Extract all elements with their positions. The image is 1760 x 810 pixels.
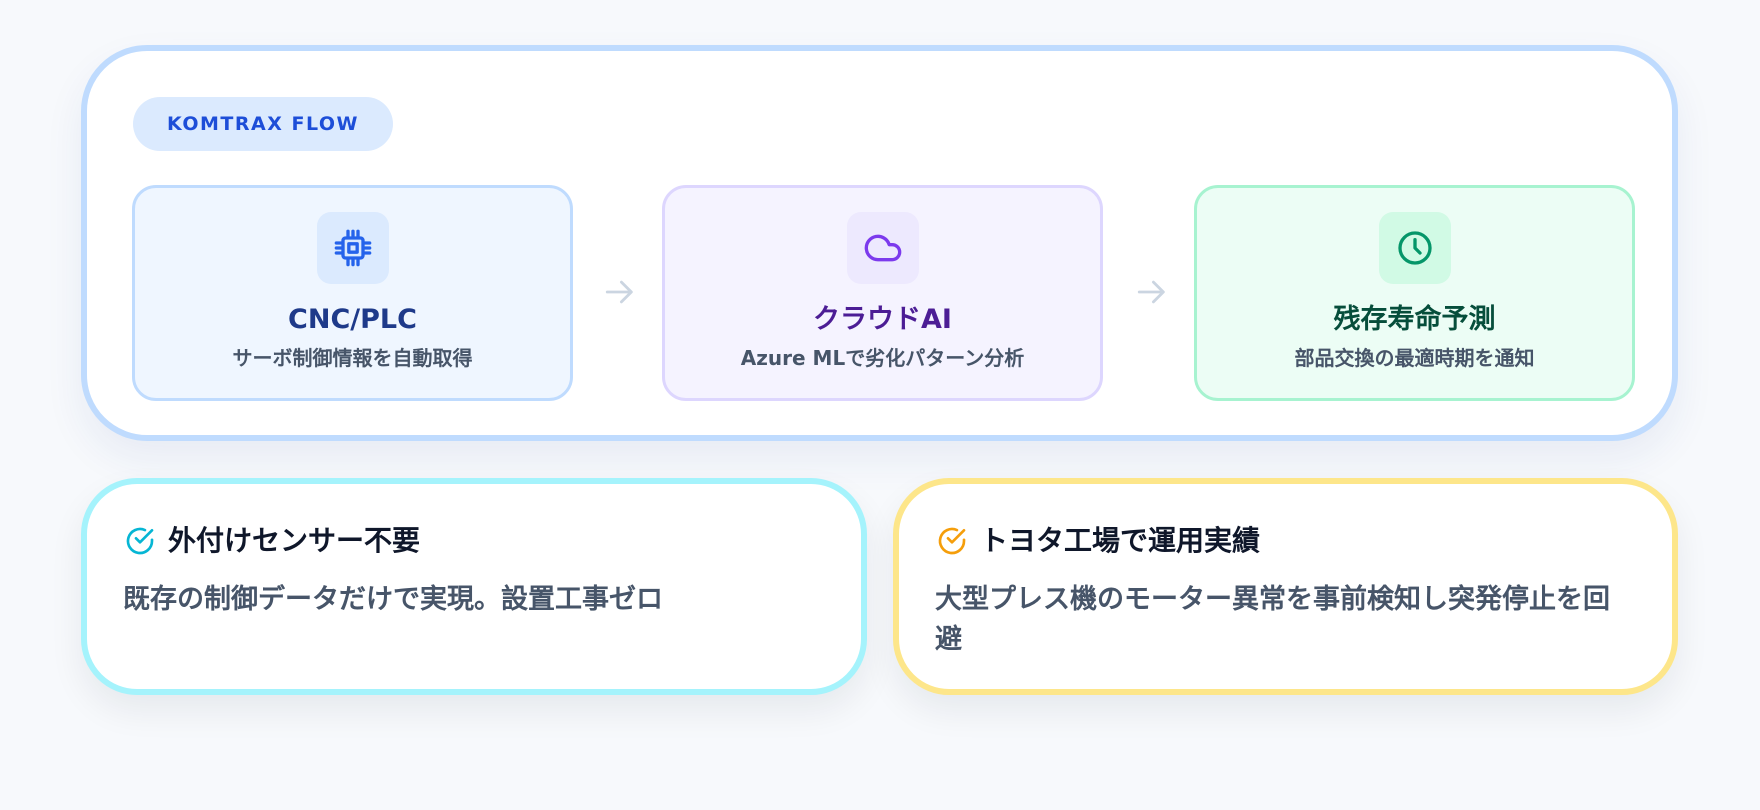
feature-title: 外付けセンサー不要 bbox=[168, 524, 421, 557]
check-circle-icon bbox=[126, 527, 154, 555]
feature-body: 既存の制御データだけで実現。設置工事ゼロ bbox=[123, 584, 663, 615]
arrow-right-icon bbox=[605, 280, 633, 304]
step-description: 部品交換の最適時期を通知 bbox=[1294, 346, 1535, 370]
step-title: クラウドAI bbox=[813, 304, 952, 335]
feature-title: トヨタ工場で運用実績 bbox=[980, 524, 1261, 557]
feature-body: 大型プレス機のモーター異常を事前検知し突発停止を回避 bbox=[935, 584, 1610, 655]
komtrax-flow-card: KOMTRAX FLOW CNC/PLC サーボ制御情報を自動取得 クラウドAI… bbox=[81, 45, 1678, 441]
cloud-icon bbox=[846, 212, 919, 284]
clock-icon bbox=[1378, 212, 1451, 284]
flow-badge: KOMTRAX FLOW bbox=[133, 97, 394, 151]
step-title: 残存寿命予測 bbox=[1333, 304, 1496, 335]
flow-step-remaining-life: 残存寿命予測 部品交換の最適時期を通知 bbox=[1194, 185, 1635, 401]
step-title: CNC/PLC bbox=[288, 304, 417, 335]
flow-step-cloud-ai: クラウドAI Azure MLで劣化パターン分析 bbox=[662, 185, 1103, 401]
step-description: サーボ制御情報を自動取得 bbox=[232, 346, 473, 370]
feature-card-toyota-record: トヨタ工場で運用実績 大型プレス機のモーター異常を事前検知し突発停止を回避 bbox=[893, 478, 1678, 695]
check-circle-icon bbox=[938, 527, 966, 555]
flow-step-cnc-plc: CNC/PLC サーボ制御情報を自動取得 bbox=[132, 185, 573, 401]
cpu-chip-icon bbox=[316, 212, 389, 284]
feature-card-no-sensor: 外付けセンサー不要 既存の制御データだけで実現。設置工事ゼロ bbox=[81, 478, 867, 695]
step-description: Azure MLで劣化パターン分析 bbox=[740, 346, 1025, 370]
arrow-right-icon bbox=[1137, 280, 1165, 304]
